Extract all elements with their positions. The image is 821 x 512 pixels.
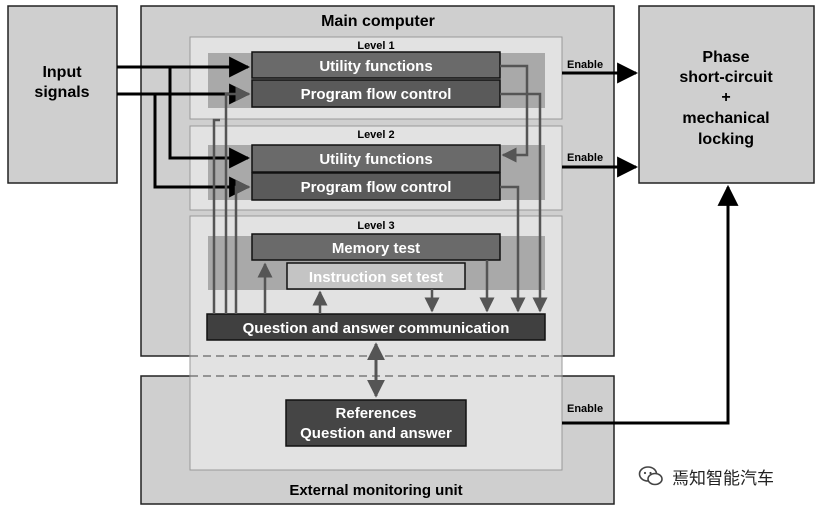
qa-communication-box [206, 313, 546, 341]
input-signals-line2: signals [34, 84, 89, 101]
enable-arrows [562, 62, 739, 425]
enable-label-1: Enable [567, 59, 603, 71]
level-2-title: Level 2 [357, 129, 394, 141]
l2-utility-box [251, 144, 501, 173]
enable-label-3: Enable [567, 403, 603, 415]
enable-label-2: Enable [567, 152, 603, 164]
main-computer-title: Main computer [321, 13, 435, 30]
l2-utility-label: Utility functions [319, 151, 432, 168]
input-signals-line1: Input [42, 64, 82, 81]
output-line5: locking [698, 131, 754, 148]
output-line2: short-circuit [679, 69, 773, 86]
watermark: 焉知智能汽车 [638, 461, 774, 491]
level-3-title: Level 3 [357, 220, 394, 232]
memory-test-box [251, 233, 501, 261]
references-box [285, 399, 467, 447]
output-line4: mechanical [682, 110, 769, 127]
l2-program-flow-box [251, 172, 501, 201]
l2-program-flow-label: Program flow control [301, 179, 452, 196]
output-box [638, 5, 815, 184]
l1-program-flow-box [251, 79, 501, 108]
watermark-text: 焉知智能汽车 [672, 468, 774, 489]
wechat-logo-icon [638, 466, 663, 486]
references-line1: References [336, 405, 417, 422]
instruction-set-test-box [286, 262, 466, 290]
level-1-title: Level 1 [357, 40, 394, 52]
l1-utility-label: Utility functions [319, 58, 432, 75]
l1-program-flow-label: Program flow control [301, 86, 452, 103]
output-line3: + [721, 89, 730, 106]
instruction-set-test-label: Instruction set test [309, 269, 443, 286]
references-line2: Question and answer [300, 425, 452, 442]
qa-communication-label: Question and answer communication [243, 320, 510, 337]
input-signals-box [7, 5, 118, 184]
external-monitoring-title: External monitoring unit [289, 482, 462, 499]
memory-test-label: Memory test [332, 240, 420, 257]
internal-flow-arrows [212, 64, 548, 314]
output-line1: Phase [702, 49, 749, 66]
